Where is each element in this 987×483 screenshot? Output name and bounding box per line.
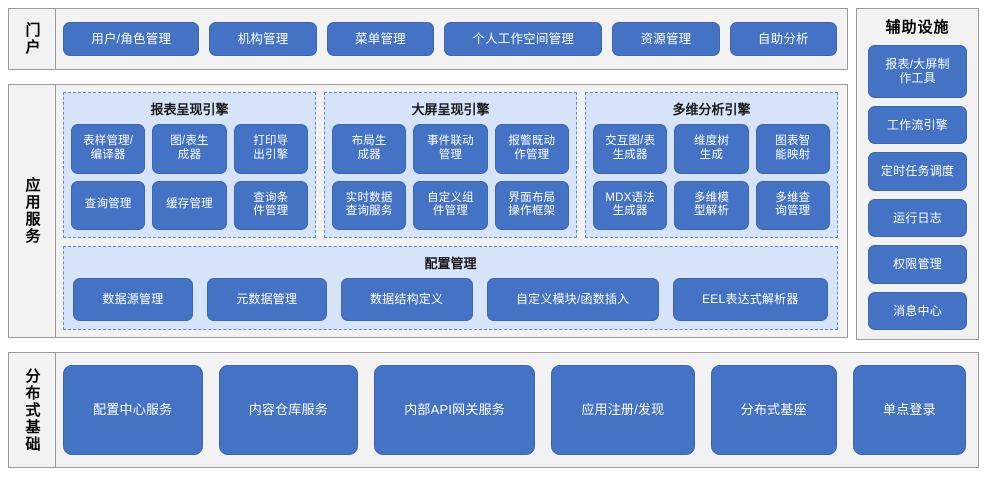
- portal-item-resource-management[interactable]: 资源管理: [612, 22, 720, 56]
- portal-section: 门户 用户/角色管理 机构管理 菜单管理 个人工作空间管理 资源管理 自助分析: [8, 8, 848, 70]
- engine-item-chart-smart-mapping[interactable]: 图表智 能映射: [755, 124, 830, 174]
- config-item-custom-module-function-insert[interactable]: 自定义模块/函数插入: [486, 278, 659, 321]
- portal-item-user-role-management[interactable]: 用户/角色管理: [63, 22, 200, 56]
- aux-item-workflow-engine[interactable]: 工作流引擎: [868, 105, 967, 145]
- portal-item-personal-workspace-management[interactable]: 个人工作空间管理: [444, 22, 603, 56]
- auxiliary-facilities-title: 辅助设施: [885, 19, 950, 36]
- engine-item-realtime-data-query-service[interactable]: 实时数据 查询服务: [332, 180, 407, 230]
- multidimensional-analysis-engine-title: 多维分析引擎: [672, 102, 751, 117]
- engine-item-print-export-engine[interactable]: 打印导 出引擎: [233, 124, 308, 174]
- portal-item-self-service-analysis[interactable]: 自助分析: [729, 22, 838, 56]
- distributed-base-section-label: 分布式基础: [9, 353, 56, 467]
- application-service-section: 应用服务 报表呈现引擎 表样管理/ 编译器 图/表生 成器 打印导 出引擎 查询…: [8, 84, 848, 338]
- report-presentation-engine-grid: 表样管理/ 编译器 图/表生 成器 打印导 出引擎 查询管理 缓存管理 查询条 …: [71, 124, 308, 230]
- portal-item-menu-management[interactable]: 菜单管理: [326, 22, 435, 56]
- portal-section-label: 门户: [9, 9, 56, 69]
- config-item-datasource-management[interactable]: 数据源管理: [73, 278, 193, 321]
- portal-button-row: 用户/角色管理 机构管理 菜单管理 个人工作空间管理 资源管理 自助分析: [63, 9, 838, 69]
- aux-item-message-center[interactable]: 消息中心: [868, 291, 967, 330]
- engine-item-interactive-chart-table-generator[interactable]: 交互图/表 生成器: [593, 124, 668, 174]
- engine-item-event-linkage-management[interactable]: 事件联动 管理: [413, 124, 488, 174]
- portal-item-org-management[interactable]: 机构管理: [209, 22, 317, 56]
- config-item-eel-expression-parser[interactable]: EEL表达式解析器: [672, 278, 828, 321]
- engine-item-query-management[interactable]: 查询管理: [71, 180, 146, 230]
- distributed-base-section: 分布式基础 配置中心服务 内容仓库服务 内部API网关服务 应用注册/发现 分布…: [8, 352, 979, 468]
- engine-item-custom-component-management[interactable]: 自定义组 件管理: [413, 180, 488, 230]
- aux-item-permission-management[interactable]: 权限管理: [868, 245, 967, 284]
- application-service-body: 报表呈现引擎 表样管理/ 编译器 图/表生 成器 打印导 出引擎 查询管理 缓存…: [63, 92, 838, 330]
- engine-item-ui-layout-operation-framework[interactable]: 界面布局 操作框架: [494, 180, 569, 230]
- bigscreen-presentation-engine-group: 大屏呈现引擎 布局生 成器 事件联动 管理 报警既动 作管理 实时数据 查询服务…: [324, 92, 577, 238]
- engine-item-mdx-syntax-generator[interactable]: MDX语法 生成器: [593, 180, 668, 230]
- distbase-item-config-center-service[interactable]: 配置中心服务: [63, 365, 203, 455]
- application-service-section-label: 应用服务: [9, 85, 56, 337]
- engine-group-row: 报表呈现引擎 表样管理/ 编译器 图/表生 成器 打印导 出引擎 查询管理 缓存…: [63, 92, 838, 238]
- configuration-management-row: 数据源管理 元数据管理 数据结构定义 自定义模块/函数插入 EEL表达式解析器: [73, 278, 828, 321]
- distbase-item-single-sign-on[interactable]: 单点登录: [852, 365, 966, 455]
- aux-item-scheduled-task-scheduling[interactable]: 定时任务调度: [868, 152, 967, 191]
- engine-item-report-template-compiler[interactable]: 表样管理/ 编译器: [71, 124, 146, 174]
- engine-item-multidimensional-query-management[interactable]: 多维查 询管理: [755, 180, 830, 230]
- engine-item-layout-generator[interactable]: 布局生 成器: [332, 124, 407, 174]
- auxiliary-facilities-list: 报表/大屏制 作工具 工作流引擎 定时任务调度 运行日志 权限管理 消息中心: [868, 45, 967, 330]
- report-presentation-engine-title: 报表呈现引擎: [150, 102, 229, 117]
- engine-item-multidimensional-model-parsing[interactable]: 多维模 型解析: [674, 180, 749, 230]
- aux-item-runtime-log[interactable]: 运行日志: [868, 198, 967, 238]
- config-item-metadata-management[interactable]: 元数据管理: [206, 278, 327, 321]
- multidimensional-analysis-engine-group: 多维分析引擎 交互图/表 生成器 维度树 生成 图表智 能映射 MDX语法 生成…: [585, 92, 838, 238]
- report-presentation-engine-group: 报表呈现引擎 表样管理/ 编译器 图/表生 成器 打印导 出引擎 查询管理 缓存…: [63, 92, 316, 238]
- distbase-item-distributed-foundation[interactable]: 分布式基座: [710, 365, 837, 455]
- engine-item-dimension-tree-generation[interactable]: 维度树 生成: [674, 124, 749, 174]
- aux-item-report-bigscreen-authoring-tool[interactable]: 报表/大屏制 作工具: [868, 45, 967, 98]
- auxiliary-facilities-section: 辅助设施 报表/大屏制 作工具 工作流引擎 定时任务调度 运行日志 权限管理 消…: [856, 8, 979, 340]
- engine-item-query-condition-management[interactable]: 查询条 件管理: [233, 180, 308, 230]
- engine-item-chart-table-generator[interactable]: 图/表生 成器: [152, 124, 227, 174]
- config-item-data-structure-definition[interactable]: 数据结构定义: [340, 278, 473, 321]
- engine-item-cache-management[interactable]: 缓存管理: [152, 180, 227, 230]
- bigscreen-presentation-engine-title: 大屏呈现引擎: [411, 102, 490, 117]
- multidimensional-analysis-engine-grid: 交互图/表 生成器 维度树 生成 图表智 能映射 MDX语法 生成器 多维模 型…: [593, 124, 830, 230]
- configuration-management-title: 配置管理: [424, 256, 477, 271]
- engine-item-alarm-action-management[interactable]: 报警既动 作管理: [494, 124, 569, 174]
- distbase-item-app-registration-discovery[interactable]: 应用注册/发现: [551, 365, 695, 455]
- distributed-base-row: 配置中心服务 内容仓库服务 内部API网关服务 应用注册/发现 分布式基座 单点…: [63, 365, 966, 455]
- bigscreen-presentation-engine-grid: 布局生 成器 事件联动 管理 报警既动 作管理 实时数据 查询服务 自定义组 件…: [332, 124, 569, 230]
- distbase-item-internal-api-gateway-service[interactable]: 内部API网关服务: [374, 365, 536, 455]
- configuration-management-group: 配置管理 数据源管理 元数据管理 数据结构定义 自定义模块/函数插入 EEL表达…: [63, 246, 838, 330]
- distbase-item-content-repository-service[interactable]: 内容仓库服务: [218, 365, 359, 455]
